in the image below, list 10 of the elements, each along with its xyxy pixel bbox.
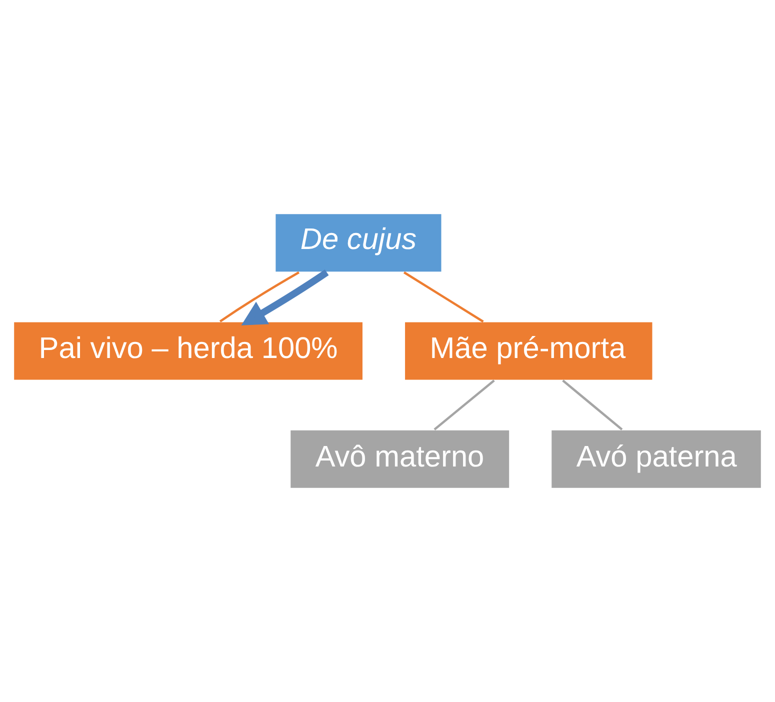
node-box: Mãe pré-morta — [404, 321, 654, 381]
connector — [403, 271, 484, 323]
node-box: Avó paterna — [550, 429, 762, 489]
connector — [219, 271, 300, 322]
node-box: Avô materno — [289, 429, 510, 489]
connector — [562, 380, 623, 430]
node-box: Pai vivo – herda 100% — [12, 321, 364, 381]
connector — [434, 380, 495, 430]
arrow — [241, 270, 329, 326]
node-box: De cujus — [274, 213, 442, 273]
